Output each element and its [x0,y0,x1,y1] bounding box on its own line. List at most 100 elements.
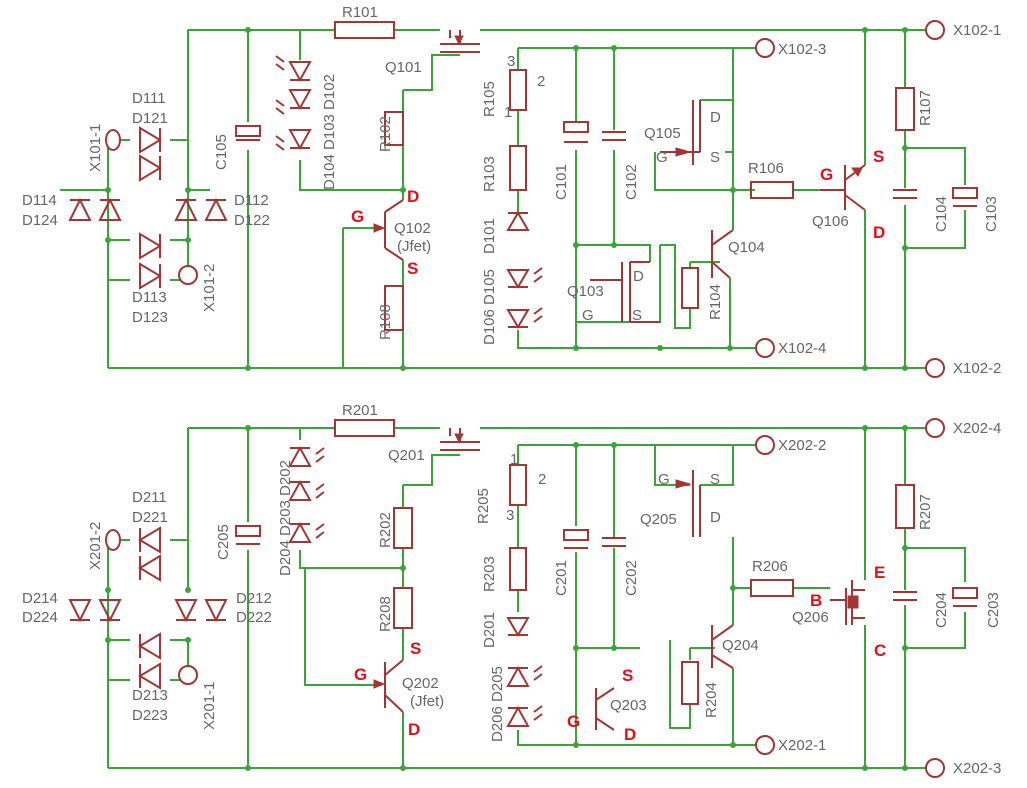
mosfet-q105 [660,100,701,165]
label-pin1-bottom: 1 [510,451,518,468]
jfet-q203 [595,687,615,731]
marker-q202-s: S [410,639,421,658]
marker-q206-c: C [874,641,886,660]
mosfet-q101 [440,30,480,53]
marker-q206-b: B [810,591,822,610]
label-d124: D124 [22,212,58,229]
label-d113: D113 [132,289,167,306]
led-stack-d102-d104 [275,55,312,151]
label-r203: R203 [481,556,498,592]
label-q104: Q104 [728,239,765,256]
label-q203: Q203 [610,697,647,714]
label-jfet-1: (Jfet) [397,238,431,255]
resistor-r206 [750,579,794,597]
capacitor-c205 [235,525,261,537]
label-r208: R208 [377,596,394,632]
top-circuit [60,20,978,378]
jfet-q102 [373,199,404,261]
resistor-r103 [509,145,527,191]
label-q105: Q105 [644,125,681,142]
resistor-r204 [681,661,699,705]
label-d112: D112 [234,192,269,209]
label-c202: C202 [623,560,640,596]
label-x102-4: X102-4 [778,340,826,357]
label-q205-d: D [710,509,721,526]
marker-q106-s: S [873,147,884,166]
label-r103: R103 [481,156,498,192]
label-pin2-bottom: 2 [538,471,546,488]
marker-q102-g: G [351,207,364,226]
label-x201-2: X201-2 [87,522,104,570]
bjt-q204 [711,624,734,669]
marker-q203-g: G [567,712,580,731]
resistor-r208 [393,587,413,629]
label-r102: R102 [377,116,394,152]
bottom-circuit [68,418,978,778]
label-x102-1: X102-1 [953,22,1001,39]
labels-bottom: R201 Q201 C205 D211 D221 X201-2 D214 D22… [22,402,1002,777]
label-r202: R202 [377,512,394,548]
label-d214: D214 [22,590,58,607]
marker-q203-s: S [622,666,633,685]
label-d213: D213 [132,687,168,704]
labels-top: R101 Q101 C105 D111 D121 X101-1 D114 D12… [22,4,1001,377]
label-d104-d103-d102: D104 D103 D102 [321,74,338,190]
label-x102-3: X102-3 [778,41,826,58]
label-d121: D121 [132,110,168,127]
label-d206-d205: D206 D205 [489,666,506,742]
marker-q102-s: S [407,259,418,278]
capacitor-c203 [952,587,978,599]
label-r107: R107 [917,90,934,126]
label-q103-g: G [582,307,594,324]
label-x202-1: X202-1 [778,737,826,754]
resistor-r101 [334,21,395,39]
label-d123: D123 [132,309,168,326]
label-q201: Q201 [388,447,425,464]
label-x202-3: X202-3 [953,760,1001,777]
label-x101-1: X101-1 [87,124,104,172]
label-jfet-2: (Jfet) [410,693,444,710]
resistor-r106 [750,181,794,199]
terminals-bottom [105,418,945,778]
terminals-top [105,20,945,378]
label-q105-d: D [710,109,721,126]
label-q205-s: S [710,471,720,488]
pot-r105 [509,69,527,111]
label-r206: R206 [752,558,788,575]
label-c102: C102 [623,164,640,200]
label-c103: C103 [983,196,1000,232]
label-c105: C105 [213,134,230,170]
label-c201: C201 [553,560,570,596]
diode-bridge-2 [68,526,228,690]
marker-q202-g: G [354,665,367,684]
label-r204: R204 [703,682,720,718]
label-c101: C101 [553,164,570,200]
label-q101: Q101 [385,59,422,76]
pot-r205 [509,464,527,506]
label-q103: Q103 [567,283,604,300]
label-r207: R207 [917,494,934,530]
label-q105-s: S [710,149,720,166]
label-d122: D122 [234,212,270,229]
marker-q202-d: D [408,720,420,739]
resistor-r201 [334,419,395,437]
marker-q106-g: G [820,165,833,184]
label-d114: D114 [22,192,57,209]
label-r101: R101 [342,4,378,21]
diode-d101-d105-d106 [506,211,543,329]
label-d212: D212 [236,590,272,607]
resistor-r104 [681,267,699,309]
label-q103-d: D [633,268,644,285]
label-q205: Q205 [640,511,677,528]
label-d221: D221 [132,509,168,526]
label-x101-2: X101-2 [201,264,218,312]
label-d201: D201 [481,612,498,648]
label-x202-4: X202-4 [953,420,1001,437]
diode-bridge [68,126,228,290]
label-pin1-top: 1 [504,104,512,121]
label-q206: Q206 [792,609,829,626]
label-d204-d203-d202: D204 D203 D202 [277,460,294,576]
label-q102: Q102 [394,220,431,237]
label-q205-g: G [658,471,670,488]
